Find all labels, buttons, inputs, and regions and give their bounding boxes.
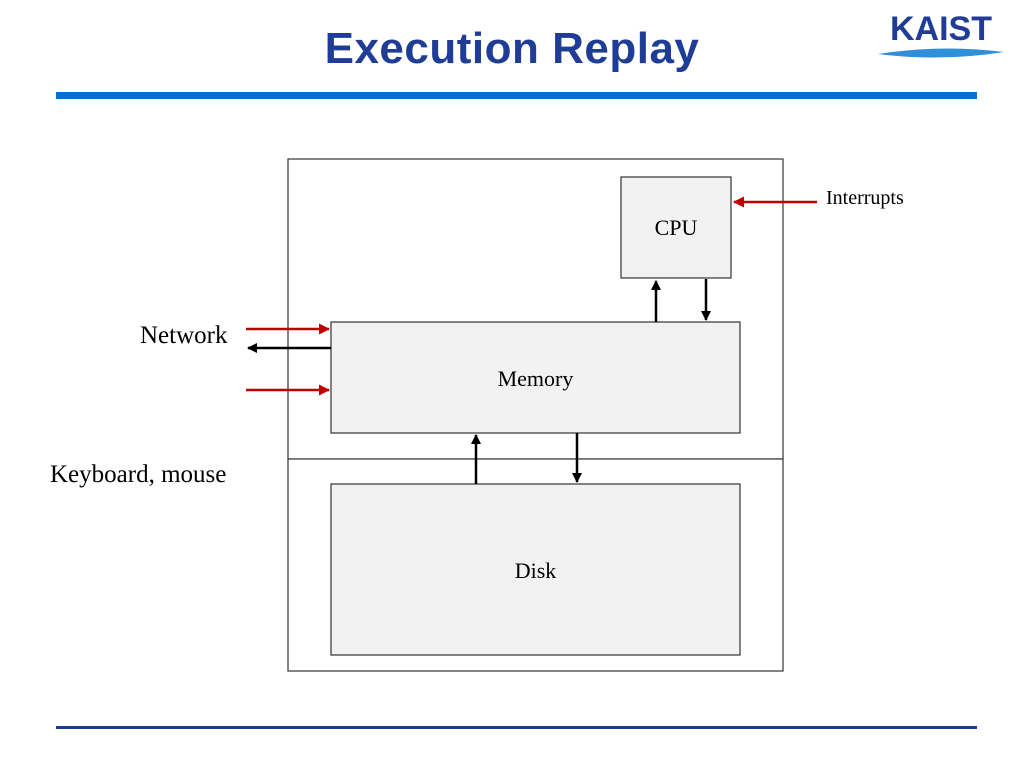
memory-box <box>330 321 741 434</box>
disk-label: Disk <box>514 558 557 583</box>
footer-divider <box>56 726 977 729</box>
memory-label: Memory <box>497 366 574 391</box>
cpu-label: CPU <box>654 215 698 240</box>
page-title: Execution Replay <box>324 24 700 73</box>
title-divider <box>56 92 977 99</box>
interrupts-label: Interrupts <box>826 187 904 209</box>
keyboard-mouse-label: Keyboard, mouse <box>50 461 227 488</box>
logo-text: KAIST <box>890 10 992 48</box>
network-label: Network <box>140 322 228 349</box>
disk-box <box>330 483 741 656</box>
cpu-box <box>620 176 732 279</box>
kaist-logo: KAIST <box>876 10 1006 62</box>
logo-swoosh-icon <box>878 48 1004 58</box>
